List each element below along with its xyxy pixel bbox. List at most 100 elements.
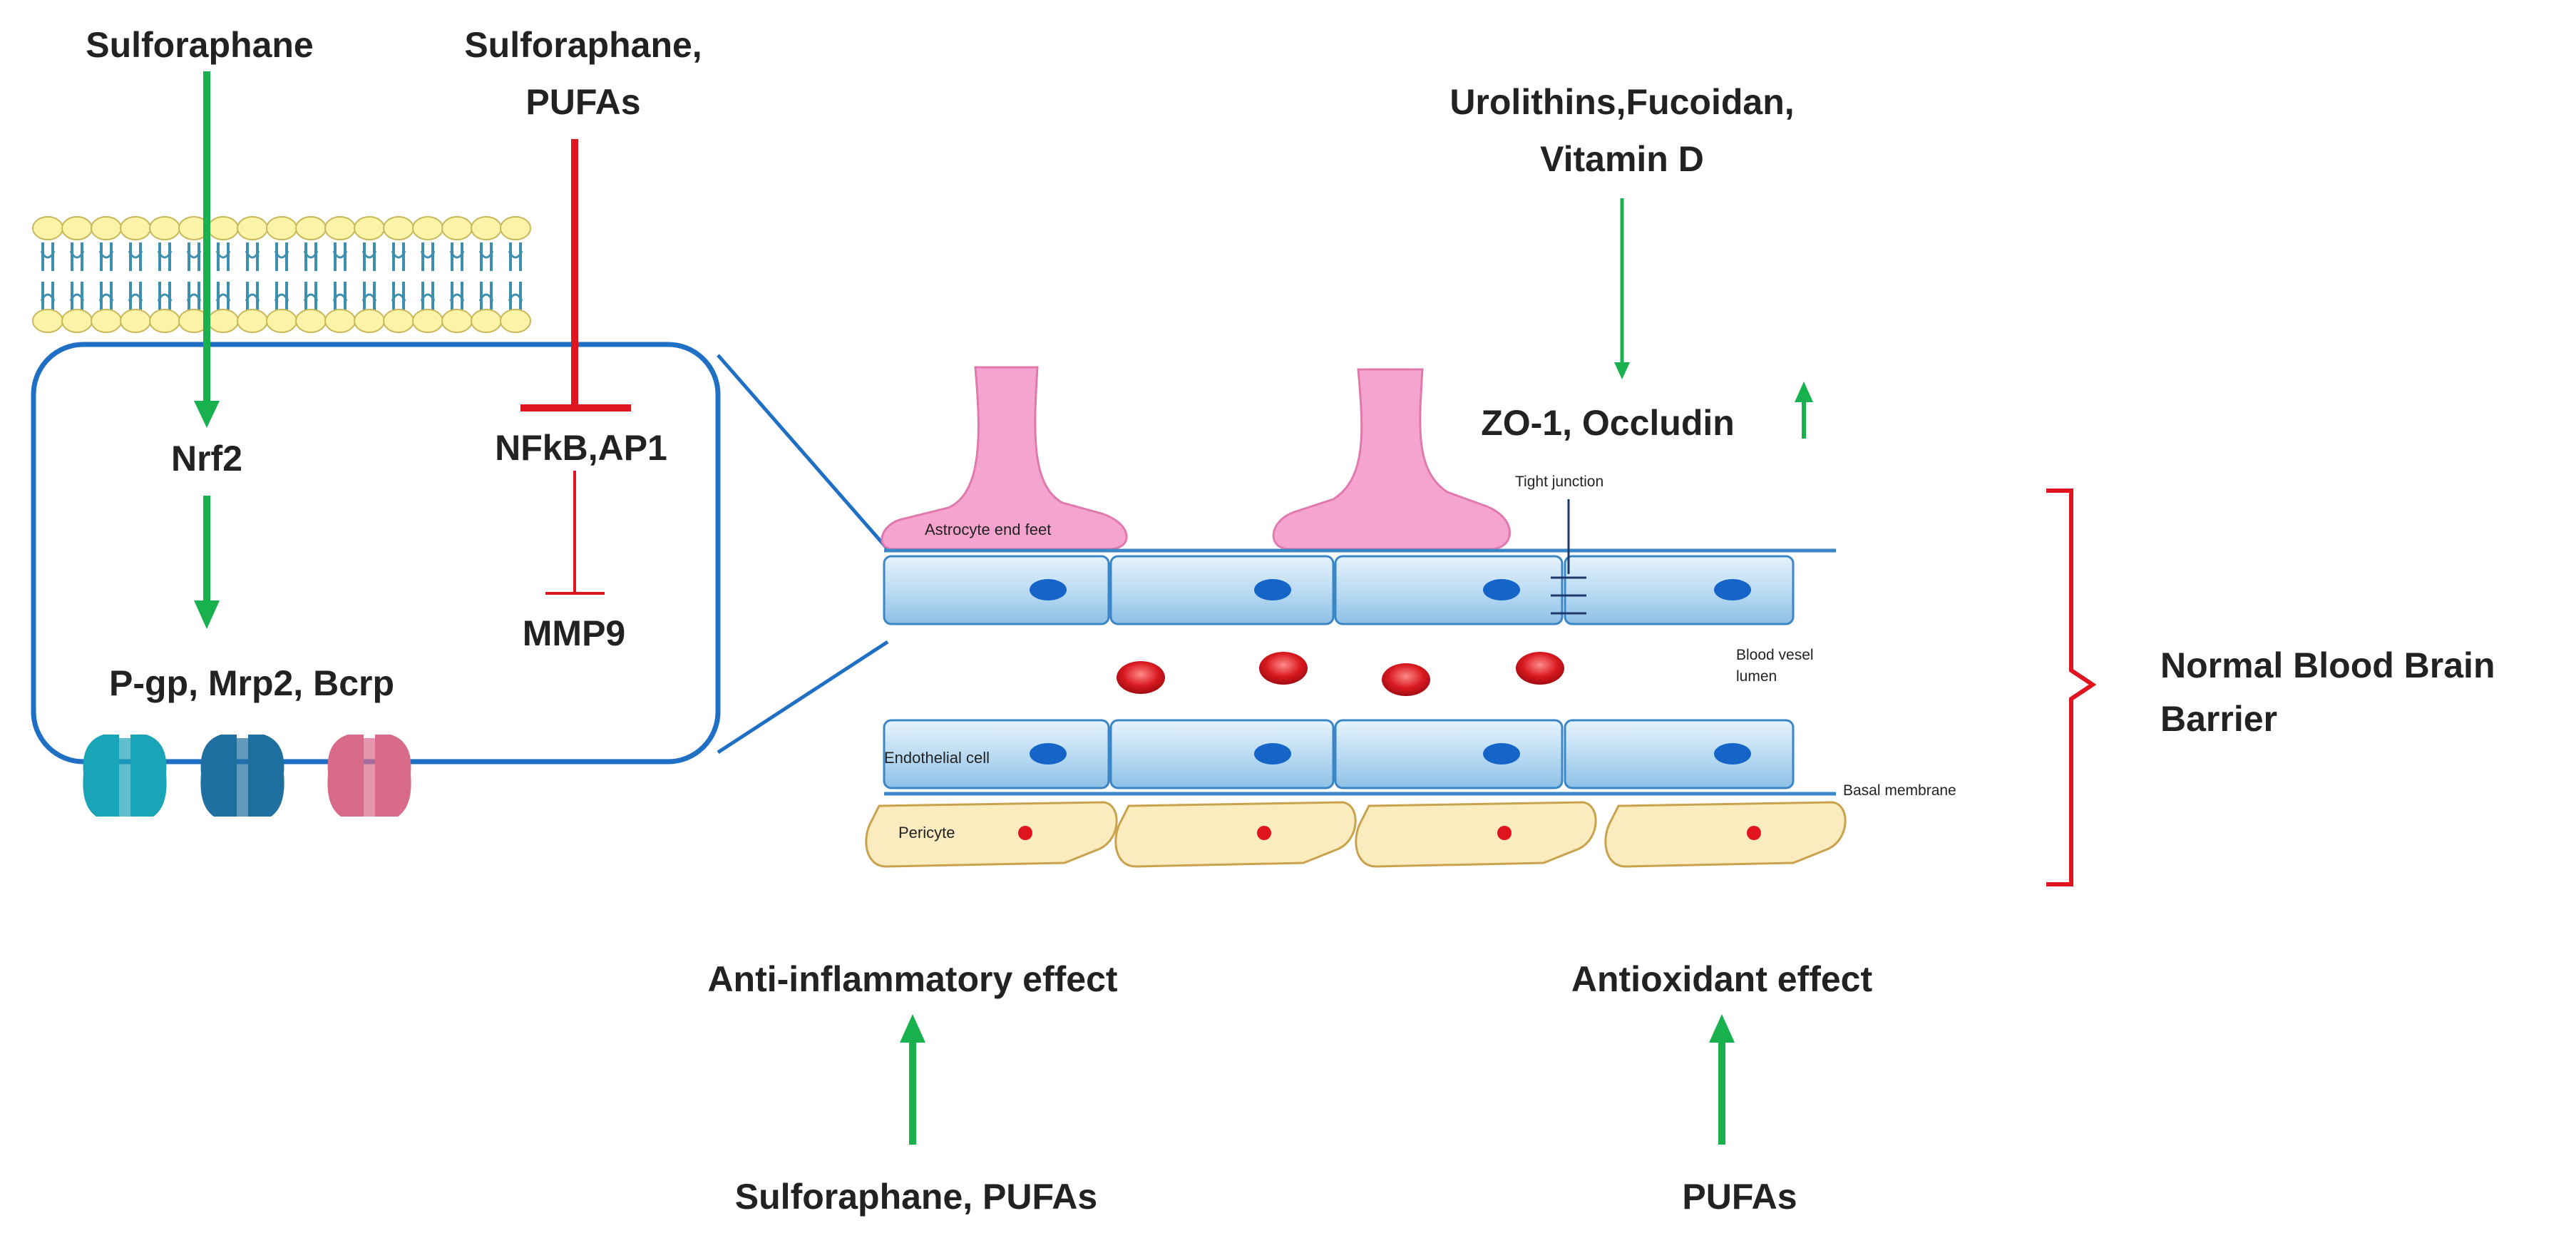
lipid-tail (509, 242, 522, 271)
lipid-head (324, 216, 356, 240)
zoom-line-lower (717, 640, 889, 755)
lipid-tail (363, 282, 376, 310)
nucleus (1483, 743, 1520, 764)
lipid-tail (363, 242, 376, 271)
endothelial-cell (1109, 555, 1335, 625)
lipid-link (157, 293, 173, 302)
label-basal-membrane: Basal membrane (1843, 782, 1956, 799)
lipid-link (69, 250, 85, 259)
lipid-tail (246, 282, 259, 310)
lipid-head (266, 216, 297, 240)
endothelial-cell-body (883, 719, 1110, 789)
nucleus (1714, 579, 1751, 600)
lipid-head (383, 309, 414, 333)
lipid-tail (334, 282, 347, 310)
transporter-lobe (327, 735, 364, 817)
lipid-link (361, 293, 377, 302)
nucleus (1030, 743, 1067, 764)
lipid-head (295, 216, 327, 240)
pericyte (1114, 801, 1357, 868)
nfkb-inhibits-mmp9 (545, 471, 605, 595)
lipid-head (91, 216, 122, 240)
lipid-head (61, 216, 93, 240)
lipid-link (98, 293, 114, 302)
lipid-head (441, 216, 473, 240)
lipid-head (412, 216, 443, 240)
label-zo1-occludin: ZO-1, Occludin (1481, 403, 1735, 443)
phospholipid (91, 216, 122, 333)
lipid-link (332, 293, 348, 302)
lipid-link (69, 293, 85, 302)
lipid-link (478, 250, 494, 259)
lipid-tail (421, 282, 434, 310)
pericyte (1604, 801, 1847, 868)
lipid-link (508, 293, 523, 302)
lipid-link (303, 293, 319, 302)
label-nfkb-ap1: NFkB,AP1 (495, 428, 667, 468)
lipid-tail (188, 282, 200, 310)
lipid-head (354, 216, 385, 240)
lipid-link (98, 250, 114, 259)
lipid-link (186, 293, 202, 302)
endothelial-cell (883, 555, 1110, 625)
label-mmp9: MMP9 (523, 613, 625, 653)
lipid-tail (421, 242, 434, 271)
p-gp-transporter (83, 735, 167, 817)
lipid-tail (304, 282, 317, 310)
lipid-link (332, 250, 348, 259)
lipid-tail (480, 282, 493, 310)
lipid-tail (129, 282, 142, 310)
astrocyte-end-foot-right (1272, 368, 1511, 551)
pericyte-body (1114, 801, 1357, 868)
lipid-tail (217, 282, 230, 310)
lipid-tail (246, 242, 259, 271)
pericyte-nucleus (1018, 826, 1032, 840)
lipid-tail (451, 242, 463, 271)
label-urolithins-1: Urolithins,Fucoidan, (1449, 82, 1794, 122)
lipid-tail (100, 282, 113, 310)
lipid-tail (480, 242, 493, 271)
lipid-tail (334, 242, 347, 271)
label-pericyte: Pericyte (898, 824, 955, 842)
lipid-head (207, 216, 239, 240)
lipid-link (186, 250, 202, 259)
lipid-head (32, 216, 63, 240)
phospholipid (32, 216, 63, 333)
lipid-link (245, 250, 260, 259)
normal-bbb-bracket (2046, 489, 2097, 886)
phospholipid (324, 216, 356, 333)
pericyte-nucleus (1257, 826, 1271, 840)
endothelial-cell-body (1334, 555, 1564, 625)
endothelial-cell (1334, 555, 1564, 625)
nucleus (1254, 579, 1291, 600)
lipid-link (128, 250, 143, 259)
pericyte-body (865, 801, 1118, 868)
endothelial-cell-body (883, 555, 1110, 625)
lipid-tail (71, 242, 83, 271)
pericyte-body (1355, 801, 1597, 868)
lipid-tail (217, 242, 230, 271)
transporter-lobe (130, 735, 167, 817)
lipid-link (391, 293, 406, 302)
lipid-head (120, 216, 151, 240)
transporter-lobe (375, 735, 411, 817)
endothelial-cell-body (1109, 719, 1335, 789)
lipid-link (274, 293, 289, 302)
phospholipid (412, 216, 443, 333)
phospholipid (237, 216, 268, 333)
phospholipid (295, 216, 327, 333)
lipid-link (391, 250, 406, 259)
lipid-link (508, 250, 523, 259)
lipid-head (441, 309, 473, 333)
lipid-tail (188, 242, 200, 271)
endothelial-layer (883, 555, 1795, 789)
label-normal-bbb-1: Normal Blood Brain (2160, 645, 2495, 685)
lipid-tail (509, 282, 522, 310)
lipid-tail (275, 242, 288, 271)
transporter-proteins (83, 735, 411, 817)
endothelial-cell-body (1109, 555, 1335, 625)
lipid-tail (71, 282, 83, 310)
lipid-link (449, 250, 465, 259)
label-antioxidant: Antioxidant effect (1571, 959, 1873, 999)
endothelial-cell-body (1334, 719, 1564, 789)
